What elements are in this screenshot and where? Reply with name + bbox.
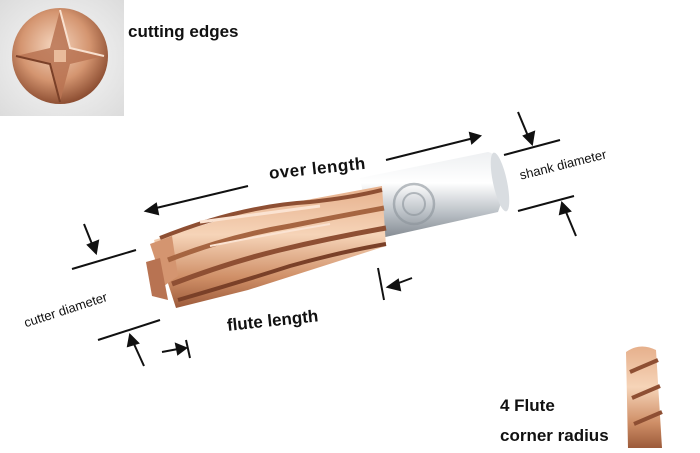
- fluted-body: [146, 186, 387, 308]
- cutting-edges-inset: [0, 0, 124, 116]
- shank-diameter-dimension: [503, 111, 577, 237]
- over-length-right-arrow: [385, 137, 475, 161]
- over-length-left-arrow: [151, 185, 249, 210]
- flute-count-label: 4 Flute: [500, 396, 555, 415]
- flute-length-dimension: [161, 267, 413, 359]
- brand-logo: [392, 182, 436, 226]
- shank: [360, 152, 510, 240]
- cutter-diameter-dimension: [71, 223, 161, 367]
- corner-radius-label: corner radius: [500, 426, 609, 445]
- corner-radius-inset: [626, 346, 663, 448]
- cutting-edges-label: cutting edges: [128, 22, 239, 41]
- over-length-arrows: [143, 131, 483, 216]
